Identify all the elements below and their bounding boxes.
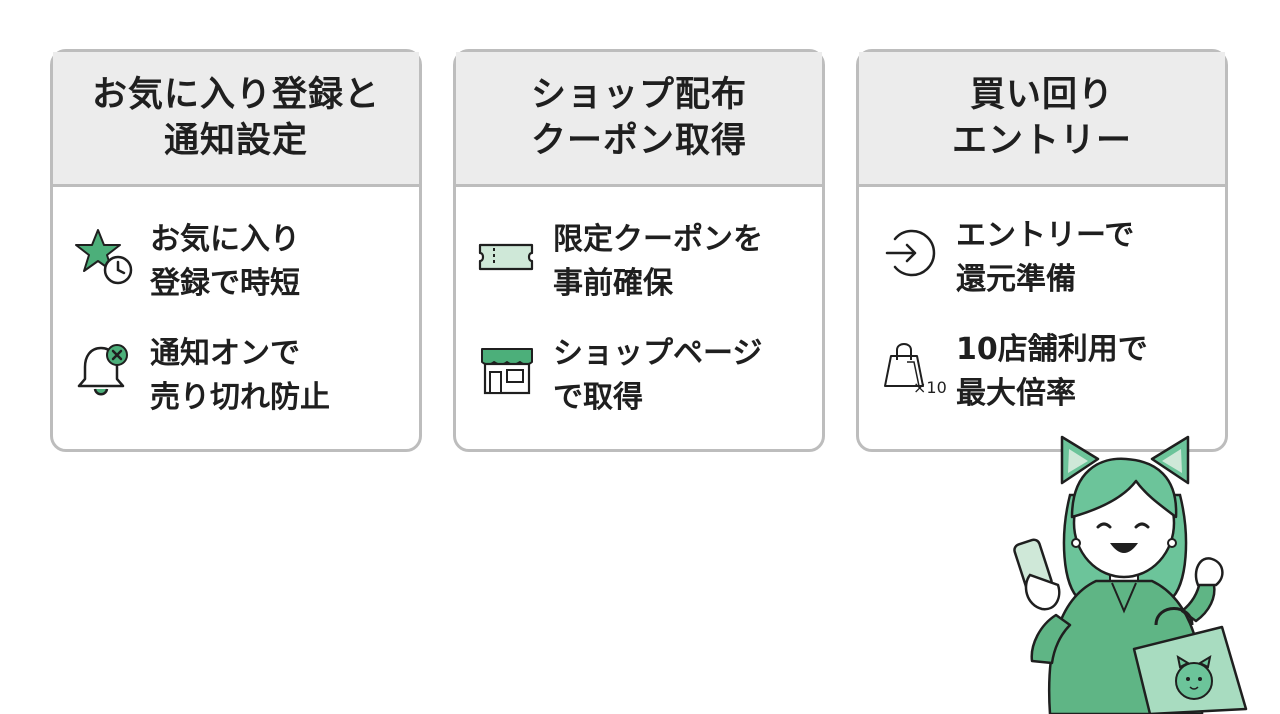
item-text-line-1: 限定クーポンを [553,222,763,257]
shopper-girl-tiger-ears-illustration [1000,425,1280,714]
card-title-line-1: 買い回り [969,75,1114,115]
card-header: ショップ配布 クーポン取得 [456,52,822,187]
item-text-line-2: 売り切れ防止 [150,380,330,415]
item-text-line-2: 還元準備 [956,262,1076,297]
item-text-line-1: ショップページ [553,336,763,371]
item-text-line-1: エントリーで [956,218,1135,253]
list-item-coupons: 限定クーポンを 事前確保 [456,218,822,308]
bell-x-icon [73,340,135,402]
item-text-line-2: 最大倍率 [956,376,1076,411]
list-item-favorites: お気に入り 登録で時短 [53,218,419,308]
card-title-line-1: ショップ配布 [530,75,747,115]
card-title-line-2: エントリー [951,121,1132,161]
card-title-line-1: お気に入り登録と [91,75,380,115]
card-shopping-spree-entry: 買い回り エントリー エントリーで 還元準備 ×10 10店舗利用で 最大倍率 [856,49,1228,452]
list-item-notifications: 通知オンで 売り切れ防止 [53,332,419,422]
item-text-line-2: 事前確保 [553,266,673,301]
list-item-entry: エントリーで 還元準備 [859,214,1225,304]
card-header: お気に入り登録と 通知設定 [53,52,419,187]
list-item-shop-page: ショップページ で取得 [456,332,822,422]
item-text-line-1: 通知オンで [150,336,300,371]
star-clock-icon [73,226,135,288]
enter-arrow-icon [879,222,941,284]
list-item-ten-shops: ×10 10店舗利用で 最大倍率 [859,328,1225,418]
card-header: 買い回り エントリー [859,52,1225,187]
bag-badge-text: ×10 [913,378,947,397]
item-text-line-1: 10店舗利用で [956,332,1148,367]
shopping-bag-x10-icon: ×10 [879,336,947,398]
card-shop-coupons: ショップ配布 クーポン取得 限定クーポンを 事前確保 ショップページ で取得 [453,49,825,452]
card-title-line-2: 通知設定 [163,121,308,161]
item-text-line-2: で取得 [553,380,643,415]
card-favorites-notifications: お気に入り登録と 通知設定 お気に入り 登録で時短 通知オンで 売り [50,49,422,452]
card-title-line-2: クーポン取得 [530,121,747,161]
ticket-icon [476,226,538,288]
storefront-icon [476,340,538,402]
item-text-line-2: 登録で時短 [150,266,300,301]
item-text-line-1: お気に入り [150,222,300,257]
